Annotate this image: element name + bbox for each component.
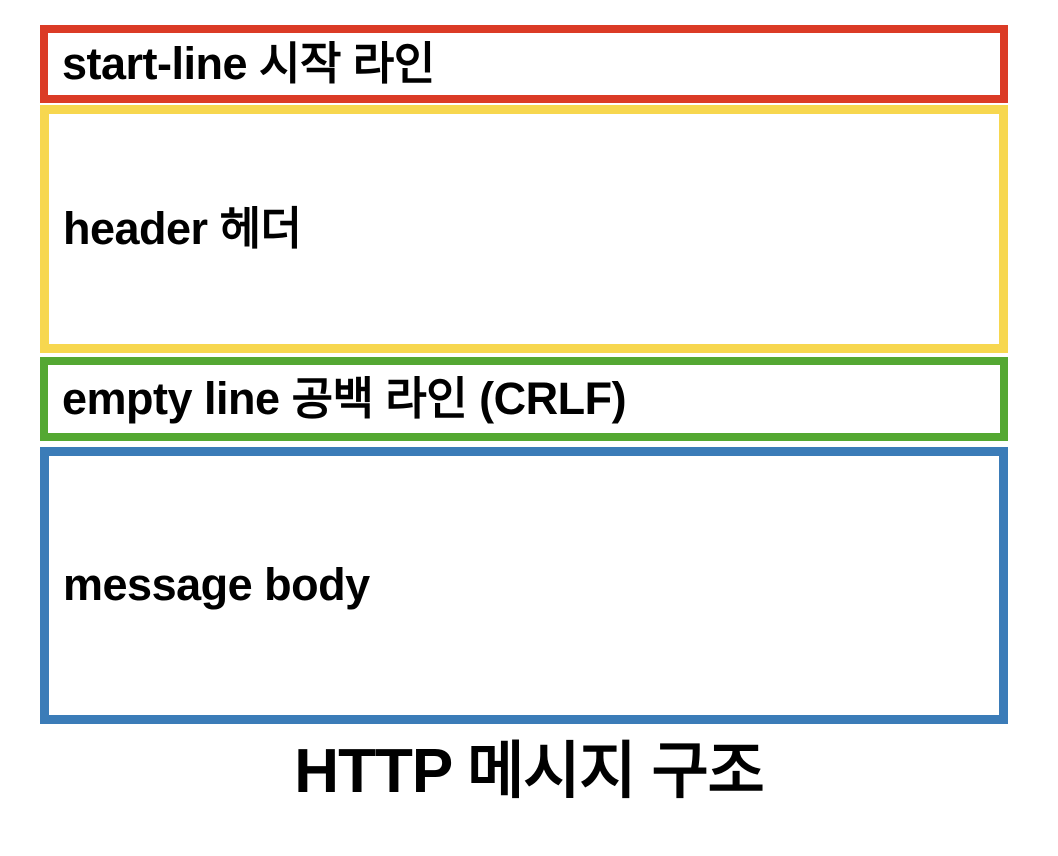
header-box: header 헤더 — [40, 105, 1008, 353]
empty-line-box: empty line 공백 라인 (CRLF) — [40, 357, 1008, 441]
start-line-label: start-line 시작 라인 — [62, 37, 435, 89]
start-line-box: start-line 시작 라인 — [40, 25, 1008, 103]
header-label: header 헤더 — [63, 202, 302, 254]
empty-line-label: empty line 공백 라인 (CRLF) — [62, 372, 627, 424]
message-body-label: message body — [63, 559, 370, 611]
message-body-box: message body — [40, 447, 1008, 724]
diagram-title: HTTP 메시지 구조 — [294, 737, 764, 806]
